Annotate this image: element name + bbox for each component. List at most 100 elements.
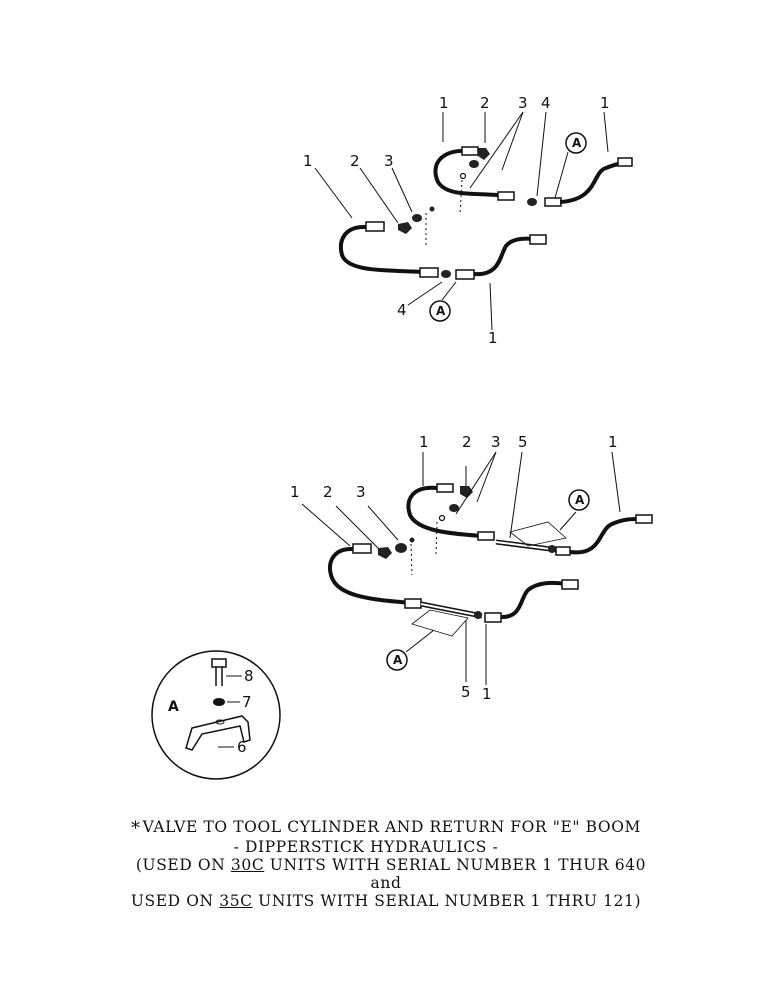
hose-fitting bbox=[477, 531, 495, 541]
detail-ref-circle bbox=[565, 132, 587, 154]
elbow-fitting bbox=[460, 486, 473, 498]
hose-fitting bbox=[436, 483, 454, 493]
detail-ref-circle bbox=[386, 649, 408, 671]
leader-lines bbox=[218, 675, 242, 748]
model-35c: 35C bbox=[219, 892, 253, 910]
callout-1: 1 bbox=[608, 433, 618, 451]
hydraulic-parts-diagram: 1 2 3 4 1 1 2 3 4 1 A A bbox=[151, 94, 653, 780]
lockwasher bbox=[213, 698, 225, 706]
hose-fitting bbox=[617, 157, 633, 167]
leader-lines bbox=[301, 451, 621, 685]
callout-4: 4 bbox=[541, 94, 551, 112]
callout-5: 5 bbox=[461, 683, 471, 701]
callout-8: 8 bbox=[244, 667, 254, 685]
callout-5: 5 bbox=[518, 433, 528, 451]
hose-fitting bbox=[635, 514, 653, 524]
top-assembly: 1 2 3 4 1 1 2 3 4 1 A A bbox=[303, 94, 633, 347]
callout-1: 1 bbox=[488, 329, 498, 347]
callout-2: 2 bbox=[462, 433, 472, 451]
hose-fitting bbox=[455, 269, 475, 280]
callout-1: 1 bbox=[439, 94, 449, 112]
adapter-fitting bbox=[412, 214, 422, 222]
diagram-caption: *VALVE TO TOOL CYLINDER AND RETURN FOR "… bbox=[0, 818, 772, 910]
hose-upper-left bbox=[406, 485, 483, 538]
tube-assembly bbox=[420, 603, 483, 617]
leader-lines bbox=[314, 111, 609, 331]
callout-3: 3 bbox=[518, 94, 528, 112]
adapter-fitting bbox=[469, 160, 479, 168]
callout-2: 2 bbox=[480, 94, 490, 112]
hose-fitting bbox=[404, 598, 422, 609]
callout-1: 1 bbox=[303, 152, 313, 170]
hose-lower-left bbox=[339, 224, 425, 274]
caption-usage-30c: (USED ON 30C UNITS WITH SERIAL NUMBER 1 … bbox=[135, 856, 647, 874]
caption-title: *VALVE TO TOOL CYLINDER AND RETURN FOR "… bbox=[131, 818, 641, 839]
callout-1: 1 bbox=[290, 483, 300, 501]
callout-7: 7 bbox=[242, 693, 252, 711]
callout-3: 3 bbox=[491, 433, 501, 451]
bottom-assembly: 1 2 3 5 1 1 2 3 5 1 A A bbox=[290, 433, 653, 703]
hose-fitting bbox=[544, 197, 562, 207]
hose-fitting bbox=[461, 146, 479, 156]
clamp-plate bbox=[185, 715, 251, 751]
centerline bbox=[435, 521, 438, 556]
detail-ref-label: A bbox=[575, 493, 585, 507]
caption-usage-35c: USED ON 35C UNITS WITH SERIAL NUMBER 1 T… bbox=[130, 892, 642, 910]
detail-ref-label: A bbox=[436, 304, 446, 318]
hose-lower-left bbox=[328, 546, 413, 605]
o-ring bbox=[409, 537, 415, 543]
hose-fitting bbox=[561, 579, 579, 590]
hose-fitting bbox=[555, 546, 571, 556]
adapter-fitting bbox=[449, 504, 459, 512]
clamp-outline bbox=[411, 609, 469, 637]
detail-ref-circle bbox=[568, 489, 590, 511]
caption-subtitle: - DIPPERSTICK HYDRAULICS - bbox=[233, 838, 499, 856]
callout-2: 2 bbox=[323, 483, 333, 501]
clamp-part bbox=[548, 545, 556, 553]
clamp-part bbox=[527, 198, 537, 206]
callout-3: 3 bbox=[356, 483, 366, 501]
hose-upper-left bbox=[433, 148, 509, 198]
hose-lower-right bbox=[500, 580, 567, 620]
detail-circle bbox=[151, 650, 281, 780]
callout-1: 1 bbox=[419, 433, 429, 451]
asterisk-marker: * bbox=[131, 818, 141, 839]
clamp-hole bbox=[215, 719, 225, 725]
hose-fitting bbox=[352, 543, 372, 554]
o-ring bbox=[459, 172, 467, 180]
tube-assembly bbox=[495, 541, 559, 551]
detail-ref-label: A bbox=[393, 653, 403, 667]
elbow-fitting bbox=[478, 148, 490, 160]
hose-fitting bbox=[529, 234, 547, 245]
hose-lower-right bbox=[473, 236, 536, 277]
centerline bbox=[410, 543, 413, 576]
adapter-fitting bbox=[395, 543, 407, 553]
clamp-part bbox=[441, 270, 451, 278]
elbow-fitting bbox=[398, 222, 412, 234]
clamp-part bbox=[474, 611, 482, 619]
detail-ref-label: A bbox=[572, 136, 582, 150]
callout-3: 3 bbox=[384, 152, 394, 170]
hose-upper-right bbox=[559, 160, 631, 204]
hose-fitting bbox=[497, 191, 515, 201]
elbow-fitting bbox=[378, 547, 392, 559]
callout-1: 1 bbox=[482, 685, 492, 703]
o-ring bbox=[438, 514, 446, 522]
callout-4: 4 bbox=[397, 301, 407, 319]
callout-1: 1 bbox=[600, 94, 610, 112]
caption-and: and bbox=[370, 874, 402, 892]
clamp-outline bbox=[509, 521, 567, 547]
detail-letter: A bbox=[168, 699, 179, 715]
hose-fitting bbox=[419, 267, 439, 278]
hose-upper-right bbox=[569, 516, 646, 555]
model-30c: 30C bbox=[230, 856, 265, 874]
hose-fitting bbox=[484, 612, 502, 623]
centerline bbox=[459, 179, 463, 216]
hose-fitting bbox=[365, 221, 385, 232]
detail-a-view: A 8 7 6 bbox=[151, 650, 281, 780]
bolt-head bbox=[211, 658, 227, 668]
o-ring bbox=[429, 206, 435, 212]
detail-ref-circle bbox=[429, 300, 451, 322]
callout-2: 2 bbox=[350, 152, 360, 170]
callout-6: 6 bbox=[237, 738, 247, 756]
